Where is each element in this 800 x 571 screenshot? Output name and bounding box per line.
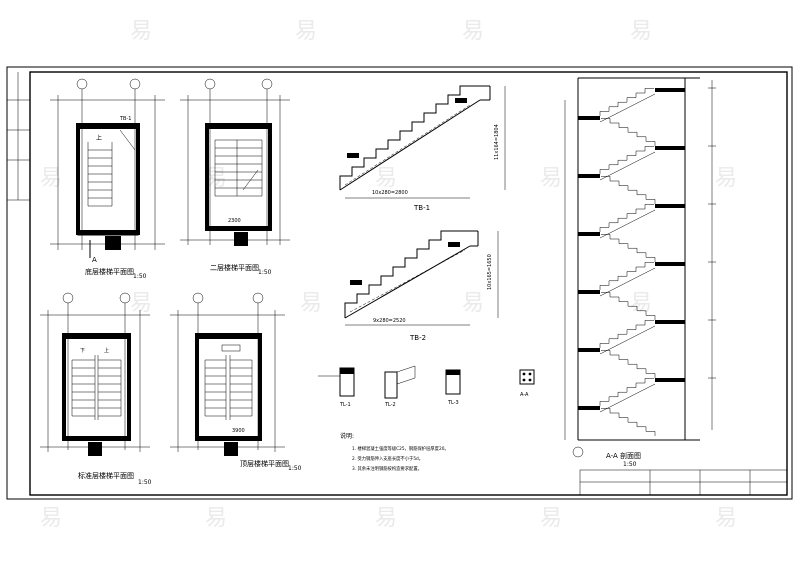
notes-heading: 说明: (340, 432, 354, 440)
tb2-span: 9x280=2520 (373, 318, 406, 324)
section-flight (601, 118, 656, 146)
svg-text:3900: 3900 (232, 428, 245, 434)
section-slab-soffit (599, 151, 656, 181)
stair-flight-tb2 (344, 230, 499, 326)
svg-text:易: 易 (540, 166, 562, 191)
section-landing (655, 262, 685, 266)
svg-text:TB-1: TB-1 (119, 116, 131, 122)
section-flight (601, 408, 656, 436)
section-flight (599, 378, 654, 406)
svg-text:A: A (92, 256, 97, 264)
title-top-floor: 顶层楼梯平面图 (240, 459, 289, 468)
title-block (579, 469, 788, 496)
tb2-height: 10x165=1650 (487, 254, 493, 290)
note-1: 1. 楼梯混凝土强度等级C25，钢筋保护层厚度20。 (352, 445, 449, 452)
section-flight (599, 262, 654, 290)
svg-text:易: 易 (375, 166, 397, 191)
section-slab-soffit (599, 93, 656, 123)
svg-text:2300: 2300 (228, 218, 241, 224)
section-slab-soffit (599, 267, 656, 297)
note-3: 3. 其余未注明钢筋按构造要求配置。 (352, 465, 422, 472)
section-landing (655, 146, 685, 150)
section-flight (599, 204, 654, 232)
section-flight (601, 350, 656, 378)
plan-top-floor: 3900 (170, 292, 285, 456)
stair-flight-tb1 (339, 85, 506, 199)
svg-text:上: 上 (96, 134, 102, 142)
note-2: 2. 受力钢筋伸入支座长度不小于5d。 (352, 455, 423, 462)
svg-text:易: 易 (715, 506, 737, 531)
svg-text:易: 易 (540, 506, 562, 531)
section-flights (578, 87, 716, 436)
section-grid-bubble (572, 446, 584, 458)
beam-label-2: TL-2 (384, 402, 396, 408)
scale-ground-floor: 1:50 (133, 273, 147, 280)
svg-text:易: 易 (630, 19, 652, 44)
svg-text:易: 易 (300, 291, 322, 316)
outer-frame (6, 66, 793, 500)
section-slab-soffit (599, 325, 656, 355)
beam-sections (318, 365, 535, 399)
svg-text:易: 易 (205, 506, 227, 531)
svg-text:易: 易 (40, 506, 62, 531)
svg-text:易: 易 (130, 19, 152, 44)
scale-floor-two: 1:50 (258, 269, 272, 276)
section-landing (655, 88, 685, 92)
section-slab-soffit (599, 383, 656, 413)
title-floor-two: 二层楼梯平面图 (210, 263, 259, 272)
svg-text:易: 易 (375, 506, 397, 531)
beam-label-1: TL-1 (339, 402, 351, 408)
svg-text:下: 下 (80, 348, 85, 354)
section-a-a (564, 77, 713, 441)
left-title-strip (7, 72, 30, 201)
section-beam (578, 290, 600, 294)
section-beam (578, 348, 600, 352)
section-beam (578, 174, 600, 178)
plan-floor-two: 2300 (180, 78, 290, 246)
plan-standard-floor: 下 上 (40, 292, 150, 456)
section-beam (578, 406, 600, 410)
section-beam (578, 116, 600, 120)
section-scale: 1:50 (623, 461, 637, 468)
section-title: A-A 剖面图 (606, 451, 641, 460)
watermark-pattern: 易 易 易 易 易 易 易 易 易 易 易 易 易 易 易 易 易 易 (40, 19, 737, 531)
svg-text:上: 上 (104, 347, 109, 354)
section-flight (601, 292, 656, 320)
section-landing (655, 204, 685, 208)
plan-ground-floor: 上 TB-1 A (50, 78, 165, 264)
svg-text:易: 易 (630, 291, 652, 316)
inner-frame (29, 71, 788, 496)
svg-text:易: 易 (130, 291, 152, 316)
section-landing (655, 378, 685, 382)
scale-standard-floor: 1:50 (138, 479, 152, 486)
tb2-title: TB-2 (409, 334, 426, 342)
svg-text:易: 易 (40, 166, 62, 191)
scale-top-floor: 1:50 (288, 465, 302, 472)
svg-text:易: 易 (715, 166, 737, 191)
section-flight (601, 176, 656, 204)
section-flight (599, 320, 654, 348)
svg-text:易: 易 (295, 19, 317, 44)
section-flight (599, 146, 654, 174)
section-beam (578, 232, 600, 236)
tb1-height: 11x164=1804 (494, 124, 500, 160)
section-flight (601, 234, 656, 262)
tb1-span: 10x280=2800 (372, 190, 408, 196)
beam-label-3: TL-3 (447, 400, 459, 406)
section-flight (599, 88, 654, 116)
section-slab-soffit (599, 209, 656, 239)
title-standard-floor: 标准层楼梯平面图 (78, 471, 134, 480)
section-landing (655, 320, 685, 324)
title-ground-floor: 底层楼梯平面图 (85, 267, 134, 276)
beam-label-4: A-A (520, 392, 529, 398)
tb1-title: TB-1 (413, 204, 430, 212)
svg-text:易: 易 (462, 291, 484, 316)
svg-text:易: 易 (462, 19, 484, 44)
